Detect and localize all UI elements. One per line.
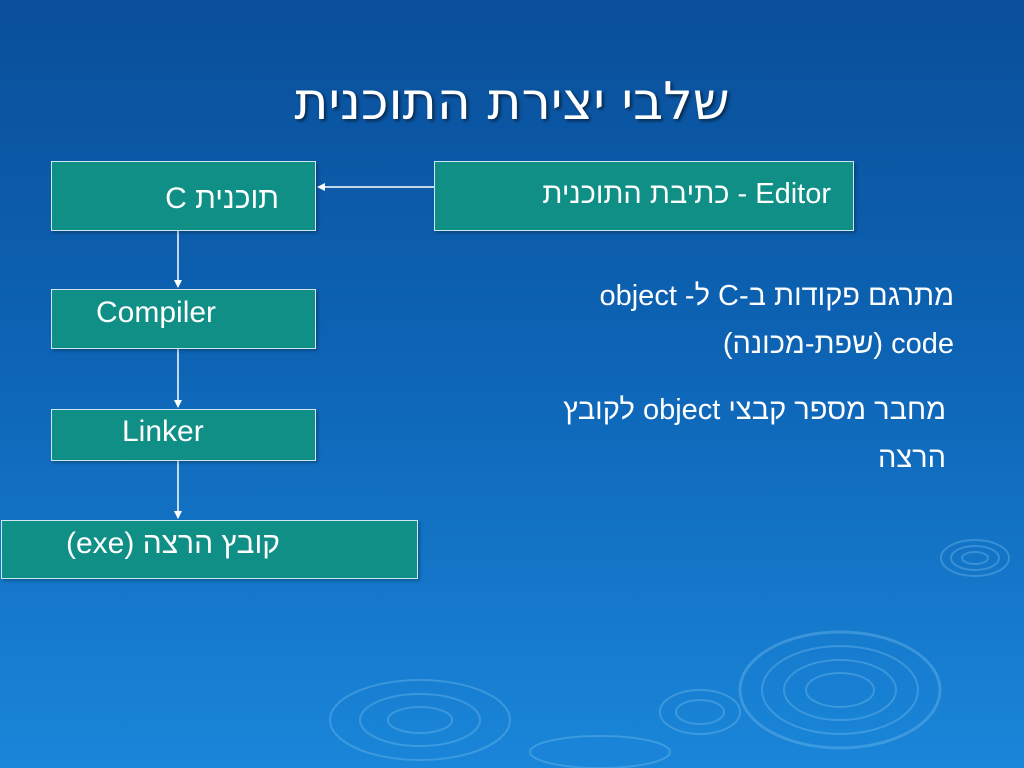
executable-box: קובץ הרצה (exe) [1,520,418,579]
linker-description: מחבר מספר קבצי object לקובץ הרצה [426,386,946,482]
editor-box: Editor - כתיבת התוכנית [434,161,854,231]
c-program-label: תוכנית C [165,182,279,215]
c-program-box: תוכנית C [51,161,316,231]
compiler-box: Compiler [51,289,316,349]
linker-label: Linker [122,415,204,448]
linker-description-line2: הרצה [877,442,946,474]
editor-label: Editor - כתיבת התוכנית [542,178,831,210]
compiler-description-line1: מתרגם פקודות ב-C ל- object [599,280,954,312]
compiler-description-line2: code (שפת-מכונה) [722,328,954,360]
linker-description-line1: מחבר מספר קבצי object לקובץ [563,394,946,426]
compiler-label: Compiler [96,296,217,329]
slide-title: שלבי יצירת התוכנית [294,72,730,132]
linker-box: Linker [51,409,316,461]
compiler-description: מתרגם פקודות ב-C ל- object code (שפת-מכו… [474,272,954,368]
executable-label: קובץ הרצה (exe) [66,527,280,560]
